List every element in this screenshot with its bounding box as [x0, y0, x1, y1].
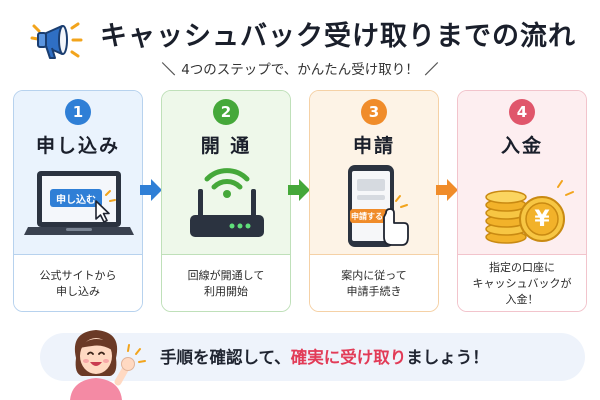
step-card-payment: 4 入金 ¥ 指定の口座に	[457, 90, 587, 312]
banner-text-after: ましょう！	[406, 348, 489, 367]
step-description-box: 指定の口座に キャッシュバックが 入金！	[458, 254, 586, 311]
woman-fist-pump-icon	[70, 330, 146, 400]
step-card-application: 3 申請 申請する 案内に従って 申請手続き	[309, 90, 439, 312]
arrow-right-icon	[436, 179, 458, 201]
laptop-icon: 申し込む	[14, 161, 142, 251]
page-subtitle: ＼ 4つのステップで、かんたん受け取り！ ／	[0, 58, 600, 78]
step-title: 開 通	[200, 135, 252, 157]
step-description: 回線が開通して 利用開始	[187, 269, 265, 298]
step-description-box: 回線が開通して 利用開始	[162, 254, 290, 311]
yen-coins-icon: ¥	[458, 161, 586, 251]
step-card-apply: 1 申し込み 申し込む 公式サイトから 申し込み	[13, 90, 143, 312]
step-number-badge: 1	[65, 99, 91, 125]
bottom-banner	[40, 333, 585, 381]
step-title: 入金	[500, 135, 543, 157]
step-card-header: 3 申請 申請する	[310, 91, 438, 254]
banner-message: 手順を確認して、確実に受け取りましょう！	[160, 344, 489, 368]
megaphone-icon	[30, 22, 83, 59]
step-description: 案内に従って 申請手続き	[341, 269, 407, 298]
smartphone-icon: 申請する	[310, 161, 438, 251]
subtitle-decoration-left: ＼	[161, 62, 176, 78]
step-card-header: 2 開 通	[162, 91, 290, 254]
step-description-box: 公式サイトから 申し込み	[14, 254, 142, 311]
arrow-right-icon	[140, 179, 162, 201]
step-title: 申し込み	[35, 135, 120, 157]
step-number-badge: 4	[509, 99, 535, 125]
apply-screen-button: 申し込む	[56, 194, 96, 206]
subtitle-text: 4つのステップで、かんたん受け取り！	[181, 62, 419, 78]
step-number-badge: 2	[213, 99, 239, 125]
step-card-activation: 2 開 通 回線が開通して 利用開始	[161, 90, 291, 312]
step-title: 申請	[352, 135, 395, 157]
step-card-header: 1 申し込み 申し込む	[14, 91, 142, 254]
banner-text-before: 手順を確認して、	[160, 348, 291, 367]
page-title: キャッシュバック受け取りまでの流れ	[100, 21, 576, 52]
banner-text-highlight: 確実に受け取り	[290, 348, 407, 367]
step-description: 指定の口座に キャッシュバックが 入金！	[472, 261, 572, 306]
step-number-badge: 3	[361, 99, 387, 125]
subtitle-decoration-right: ／	[424, 62, 439, 78]
wifi-router-icon	[162, 161, 290, 251]
yen-symbol: ¥	[534, 206, 550, 232]
arrow-right-icon	[288, 179, 310, 201]
step-description-box: 案内に従って 申請手続き	[310, 254, 438, 311]
step-description: 公式サイトから 申し込み	[39, 269, 117, 298]
step-card-header: 4 入金 ¥	[458, 91, 586, 254]
application-screen-button: 申請する	[351, 211, 383, 221]
